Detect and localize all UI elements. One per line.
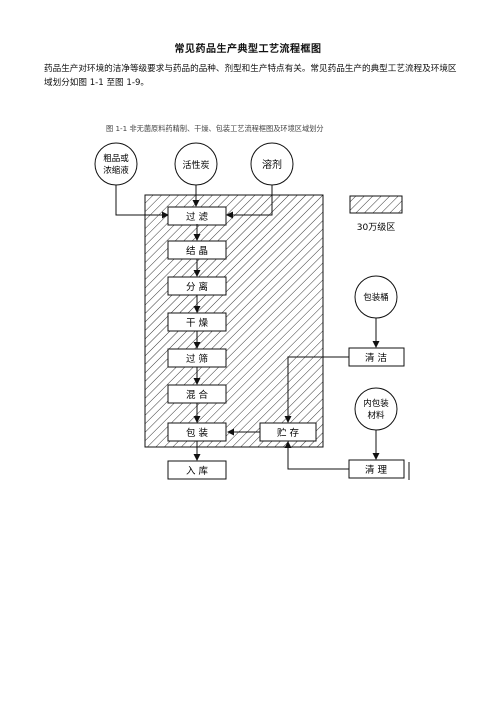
input-crude-circle: 粗品或 浓缩液 <box>94 142 138 186</box>
intro-paragraph: 药品生产对环境的洁净等级要求与药品的品种、剂型和生产特点有关。常见药品生产的典型… <box>44 64 457 88</box>
storage-box: 贮 存 <box>259 422 317 442</box>
legend-swatch <box>349 195 403 214</box>
input-drum-circle: 包装桶 <box>354 275 398 319</box>
input-drum-label: 包装桶 <box>363 292 389 303</box>
process-step-box: 分 离 <box>167 276 227 296</box>
warehouse-box: 入 库 <box>167 460 227 480</box>
input-carbon-label: 活性炭 <box>182 159 209 171</box>
clean-label: 清 洁 <box>365 352 387 364</box>
process-step-box: 干 燥 <box>167 312 227 332</box>
process-step-label: 分 离 <box>186 281 208 293</box>
process-step-label: 过 筛 <box>186 353 208 365</box>
clean-box: 清 洁 <box>348 347 405 367</box>
process-step-label: 混 合 <box>186 389 209 401</box>
legend-label: 30万级区 <box>357 221 395 233</box>
page-title: 常见药品生产典型工艺流程框图 <box>174 44 322 55</box>
input-crude-line2: 浓缩液 <box>103 165 129 176</box>
process-step-label: 结 晶 <box>186 245 208 257</box>
process-step-box: 包 装 <box>167 422 227 442</box>
process-step-box: 过 筛 <box>167 348 227 368</box>
process-step-label: 过 滤 <box>186 211 209 223</box>
process-step-box: 结 晶 <box>167 240 227 260</box>
process-step-label: 干 燥 <box>186 318 209 329</box>
process-step-box: 过 滤 <box>167 206 227 226</box>
figure-caption: 图 1-1 非无菌原料药精制、干燥、包装工艺流程框图及环境区域划分 <box>106 124 324 133</box>
storage-label: 贮 存 <box>277 427 300 439</box>
process-step-box: 混 合 <box>167 384 227 404</box>
input-solvent-label: 溶剂 <box>262 158 282 171</box>
input-crude-line1: 粗品或 <box>103 153 129 164</box>
input-carbon-circle: 活性炭 <box>174 142 218 186</box>
input-inner-material-circle: 内包装 材料 <box>354 387 398 431</box>
tidy-box: 清 理 <box>348 459 405 479</box>
input-inner-line2: 材料 <box>367 410 385 421</box>
tidy-label: 清 理 <box>365 464 388 476</box>
input-solvent-circle: 溶剂 <box>250 142 294 186</box>
input-inner-line1: 内包装 <box>363 398 389 409</box>
warehouse-label: 入 库 <box>186 465 209 477</box>
process-step-label: 包 装 <box>186 427 209 439</box>
